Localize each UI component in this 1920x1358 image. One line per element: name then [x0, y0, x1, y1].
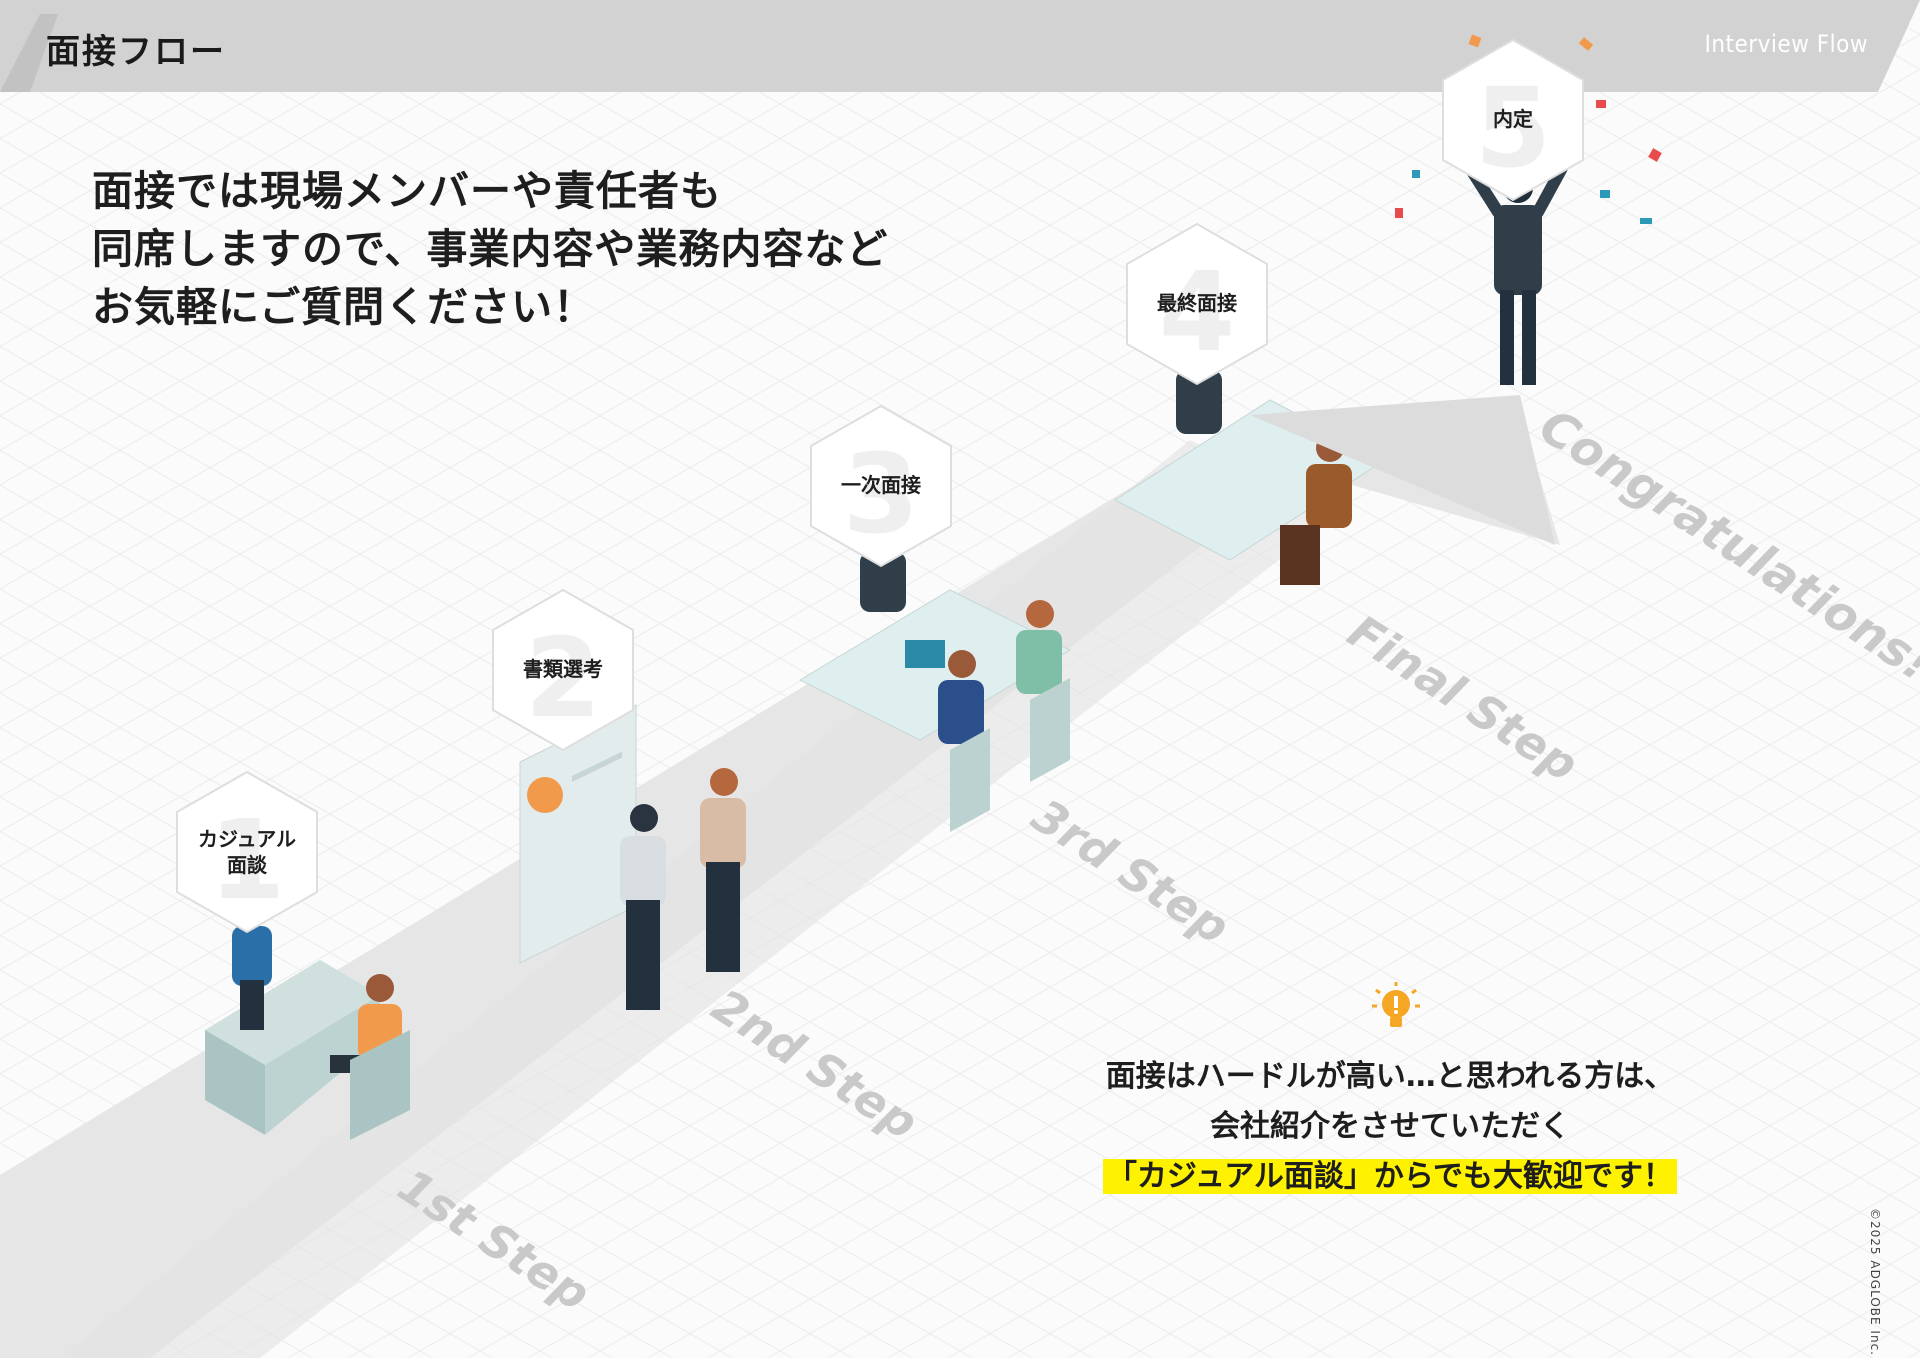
casual-meeting-illustration — [205, 894, 410, 1140]
step-name-1: カジュアル 面談 — [198, 827, 296, 877]
lightbulb-icon — [1372, 982, 1420, 1027]
page-title: 面接フロー — [46, 32, 226, 72]
step-name-4: 最終面接 — [1157, 291, 1237, 315]
progress-arrow — [1250, 395, 1555, 545]
note-line: 会社紹介をさせていただく — [1210, 1109, 1570, 1144]
intro-text: 面接では現場メンバーや責任者も 同席しますので、事業内容や業務内容など お気軽に… — [92, 162, 888, 336]
step-number-bg: 5 — [1475, 64, 1552, 192]
intro-line: 面接では現場メンバーや責任者も — [92, 167, 722, 215]
step-name-2: 書類選考 — [523, 657, 603, 681]
step-badge-5: 5 内定 — [1440, 38, 1586, 202]
step-badge-4: 4 最終面接 — [1124, 222, 1270, 386]
step-name-5: 内定 — [1493, 107, 1533, 131]
step-name-3: 一次面接 — [841, 473, 921, 497]
casual-interview-note: 面接はハードルが高い…と思われる方は、 会社紹介をさせていただく 「カジュアル面… — [1060, 1052, 1720, 1202]
step-number-bg: 1 — [209, 796, 286, 924]
step-badge-1: 1 カジュアル 面談 — [174, 770, 320, 934]
intro-line: 同席しますので、事業内容や業務内容など — [92, 225, 889, 273]
step-number-bg: 2 — [525, 614, 602, 742]
intro-line: お気軽にご質問ください！ — [92, 283, 596, 331]
step-badge-2: 2 書類選考 — [490, 588, 636, 752]
note-highlight: 「カジュアル面談」からでも大歓迎です！ — [1102, 1159, 1678, 1194]
step-number-bg: 4 — [1159, 248, 1236, 376]
header-bar — [0, 0, 1920, 92]
step-number-bg: 3 — [843, 430, 920, 558]
step-badge-3: 3 一次面接 — [808, 404, 954, 568]
page-subtitle-en: Interview Flow — [1704, 30, 1868, 58]
document-selection-illustration — [519, 704, 746, 1010]
copyright: ©2025 ADGLOBE Inc. — [1868, 1208, 1882, 1356]
note-line: 面接はハードルが高い…と思われる方は、 — [1105, 1059, 1675, 1094]
